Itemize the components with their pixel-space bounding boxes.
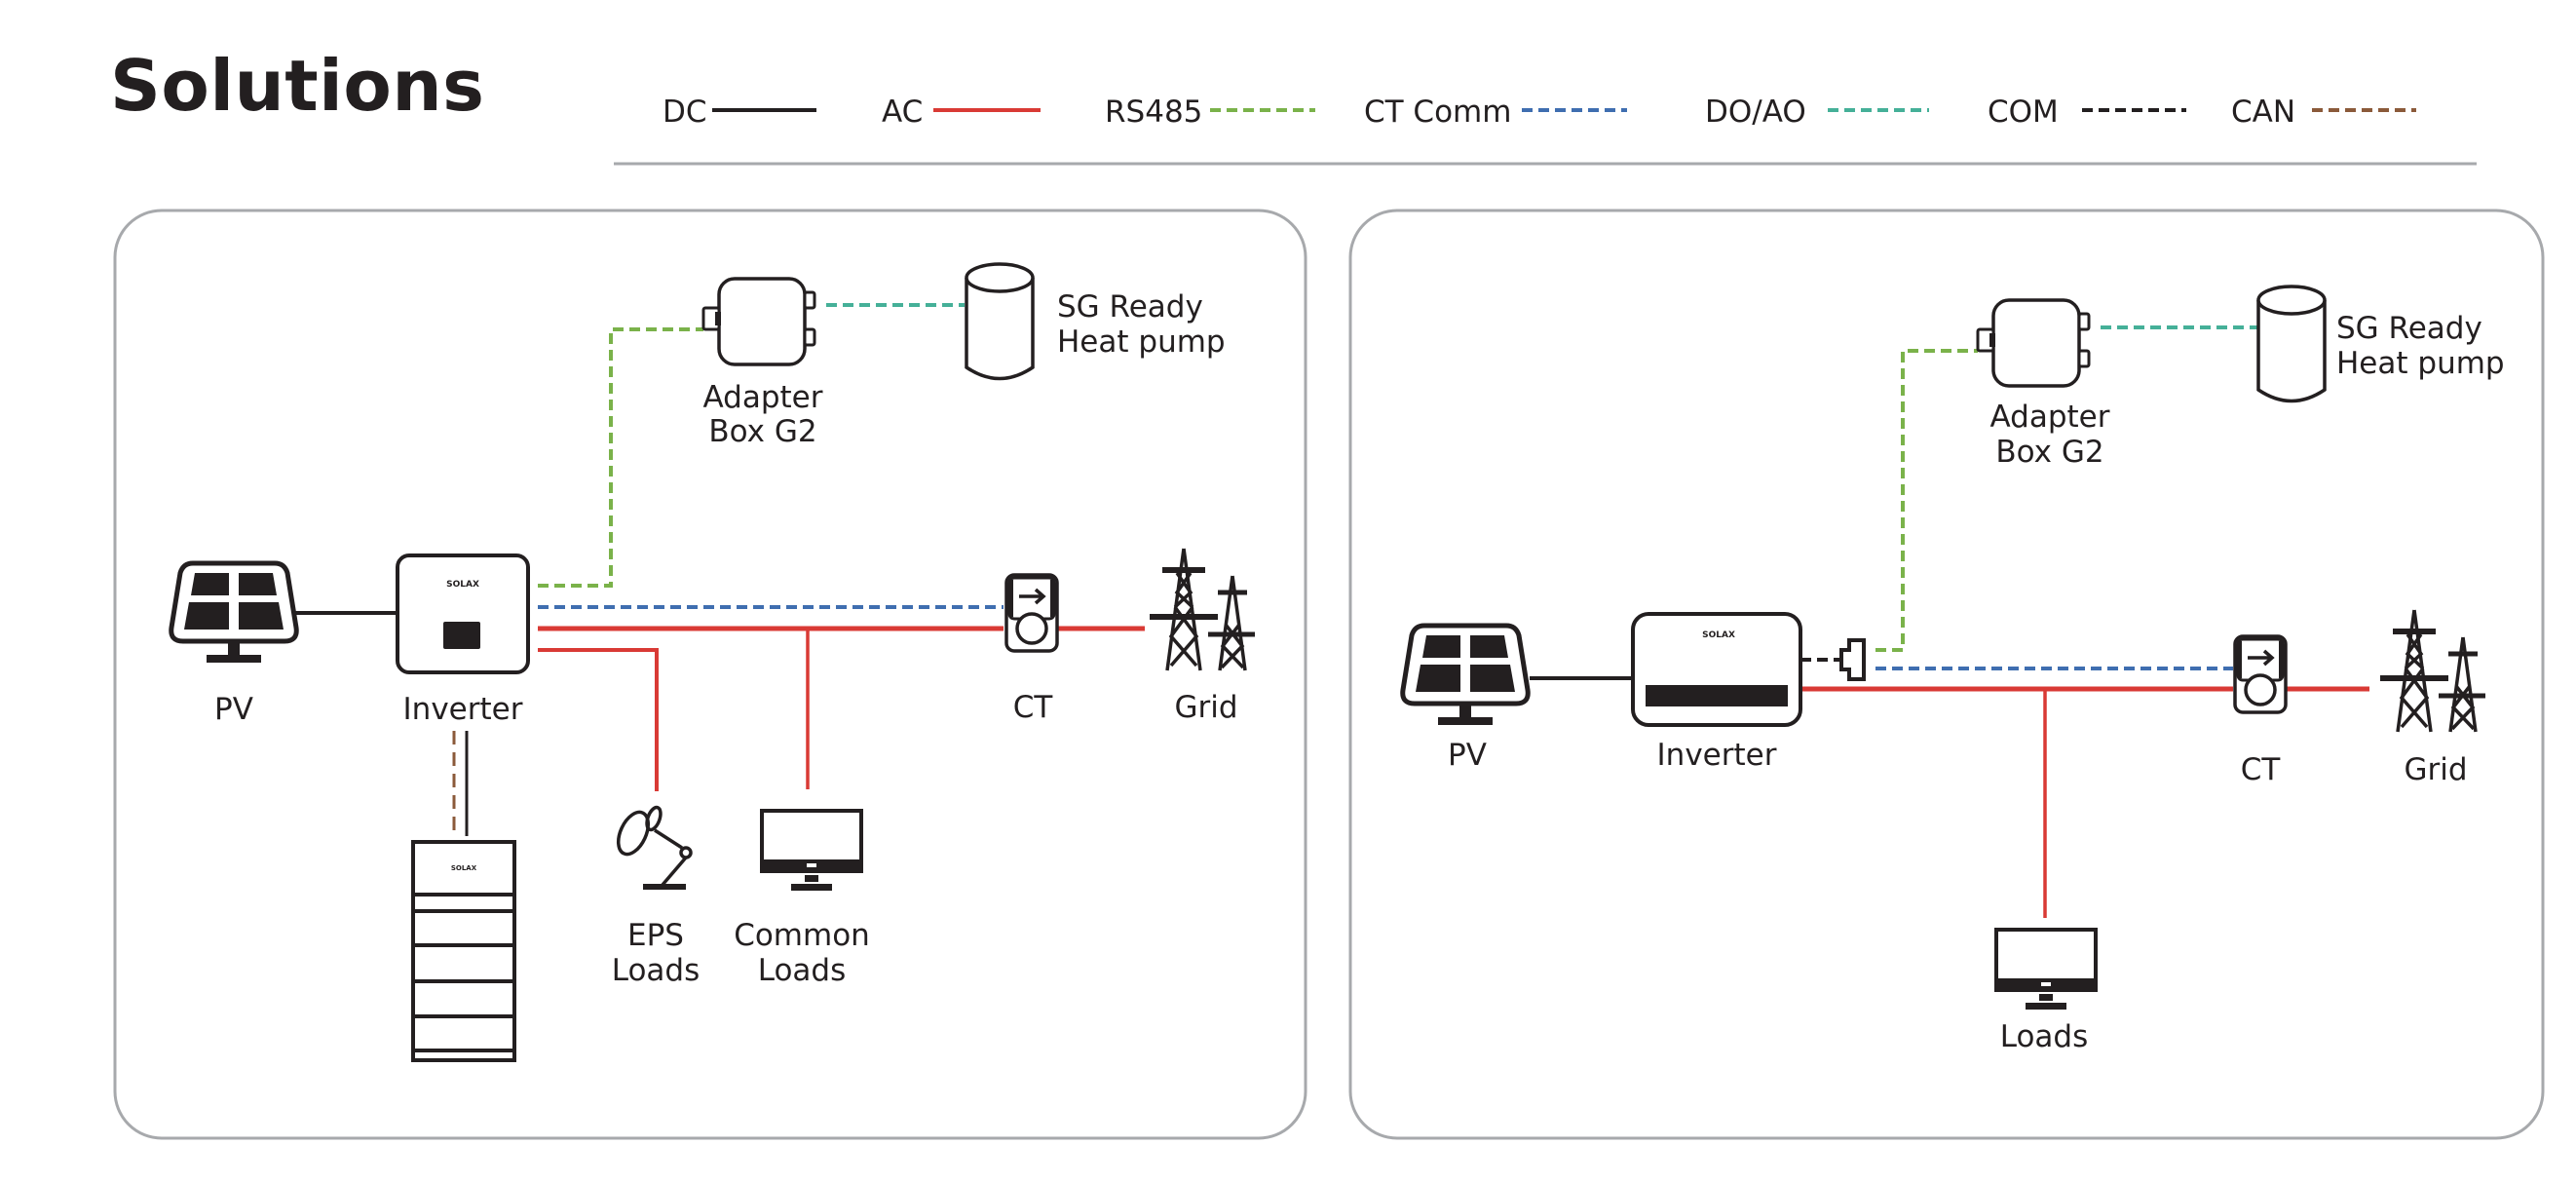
ct-label: CT [1013,690,1054,725]
grid-label: Grid [2404,752,2467,787]
legend: DC AC RS485 CT Comm DO/AO COM CAN [663,95,2416,130]
adapter-box-icon [1976,298,2091,388]
heatpump-label-line2: Heat pump [1057,324,1226,360]
panel-frame [113,209,1307,1140]
eps-loads-label-line1: EPS [627,918,684,953]
legend-label-dc: DC [663,95,707,130]
pv-label: PV [214,692,253,727]
inverter-label: Inverter [1657,738,1777,773]
battery-stack-icon: SOLAX [411,840,516,1062]
monitor-icon [760,809,863,893]
page-title: Solutions [110,45,485,127]
diagram-panel-without-battery: PV SOLAX Inverter Adapter Box G2 SG Read… [1348,209,2545,1140]
heatpump-label-line2: Heat pump [2336,346,2505,381]
ct-sensor-icon [1004,573,1059,653]
diagram-panel-with-battery: PV SOLAX Inverter Adapter Box G2 SG Read… [113,209,1307,1140]
grid-label: Grid [1174,690,1237,725]
lamp-icon [616,805,693,890]
heatpump-label-line1: SG Ready [1057,289,1203,324]
adapter-box-icon [701,277,816,366]
monitor-icon [1994,928,2098,1011]
panel-frame [1348,209,2545,1140]
legend-label-ac: AC [882,95,923,130]
adapter-label-line2: Box G2 [708,414,816,449]
legend-item-do-ao: DO/AO [1705,95,1929,130]
legend-label-rs485: RS485 [1105,95,1202,130]
rs485-line-connector-adapter [1875,349,1978,652]
heat-pump-icon [2256,285,2327,403]
solar-panel-icon [1403,626,1529,725]
solar-panel-icon [171,563,297,663]
legend-label-ct-comm: CT Comm [1364,95,1511,130]
legend-item-can: CAN [2231,95,2416,130]
adapter-label-line1: Adapter [703,380,823,415]
legend-item-ct-comm: CT Comm [1364,95,1627,130]
legend-label-do-ao: DO/AO [1705,95,1806,130]
power-grid-icon [1150,549,1255,670]
ct-sensor-icon [2233,634,2288,714]
inverter-icon: SOLAX [396,553,530,674]
power-grid-icon [2380,610,2485,732]
pv-label: PV [1448,738,1487,773]
heatpump-label-line1: SG Ready [2336,311,2482,346]
legend-item-ac: AC [882,95,1041,130]
eps-loads-label-line2: Loads [612,953,701,988]
adapter-label-line2: Box G2 [1995,435,2103,470]
common-loads-label-line1: Common [734,918,870,953]
loads-label: Loads [2000,1019,2089,1054]
legend-item-rs485: RS485 [1105,95,1315,130]
brand-logo: SOLAX [446,580,479,590]
battery-brand-logo: SOLAX [451,864,477,872]
heat-pump-icon [965,262,1035,381]
inverter-icon: SOLAX [1631,612,1802,727]
connector-icon [1839,638,1866,681]
adapter-label-line1: Adapter [1990,400,2110,435]
ct-label: CT [2241,752,2282,787]
common-loads-label-line2: Loads [758,953,847,988]
legend-item-com: COM [1988,95,2186,130]
ac-line-eps-loads [538,648,659,791]
legend-item-dc: DC [663,95,816,130]
rs485-line-inverter-adapter [538,327,703,588]
legend-label-com: COM [1988,95,2059,130]
inverter-label: Inverter [403,692,523,727]
legend-label-can: CAN [2231,95,2295,130]
brand-logo: SOLAX [1702,630,1735,640]
